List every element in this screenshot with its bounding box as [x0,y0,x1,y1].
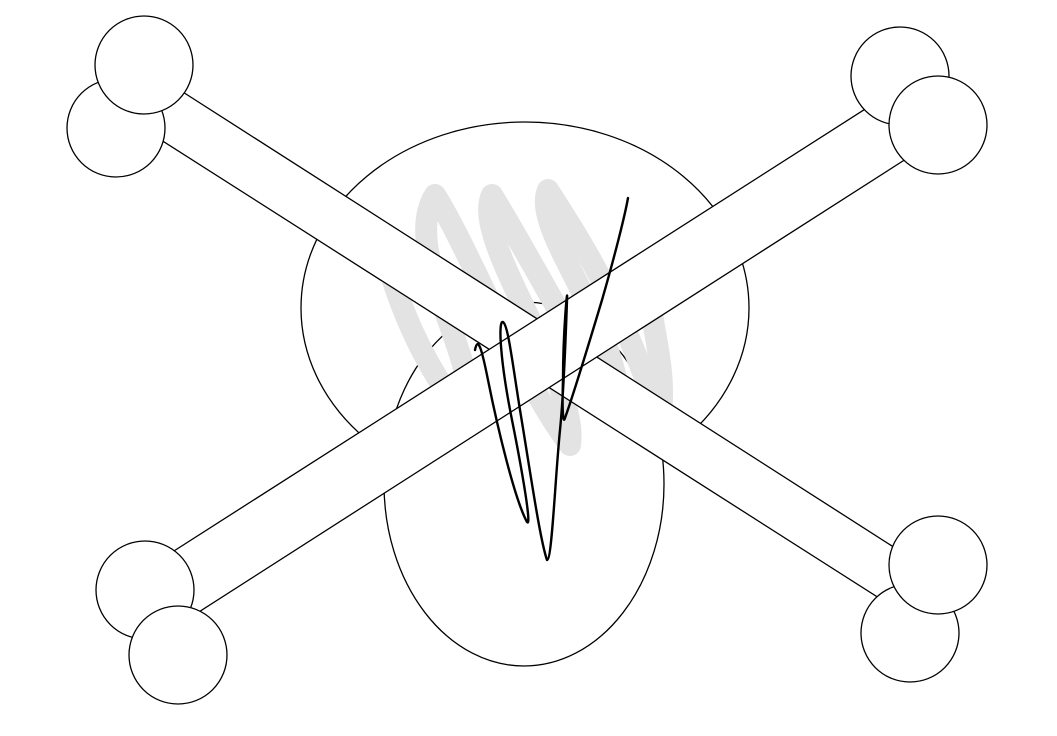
bone-end-bottom-right-front [888,515,988,615]
crossbones [66,15,988,705]
bone-ascending [95,26,988,705]
black-scribble [473,196,630,562]
bone-end-bottom-left-back [128,605,228,705]
bone-end-top-right-front [888,75,988,175]
bone-end-top-left-back [94,15,194,115]
